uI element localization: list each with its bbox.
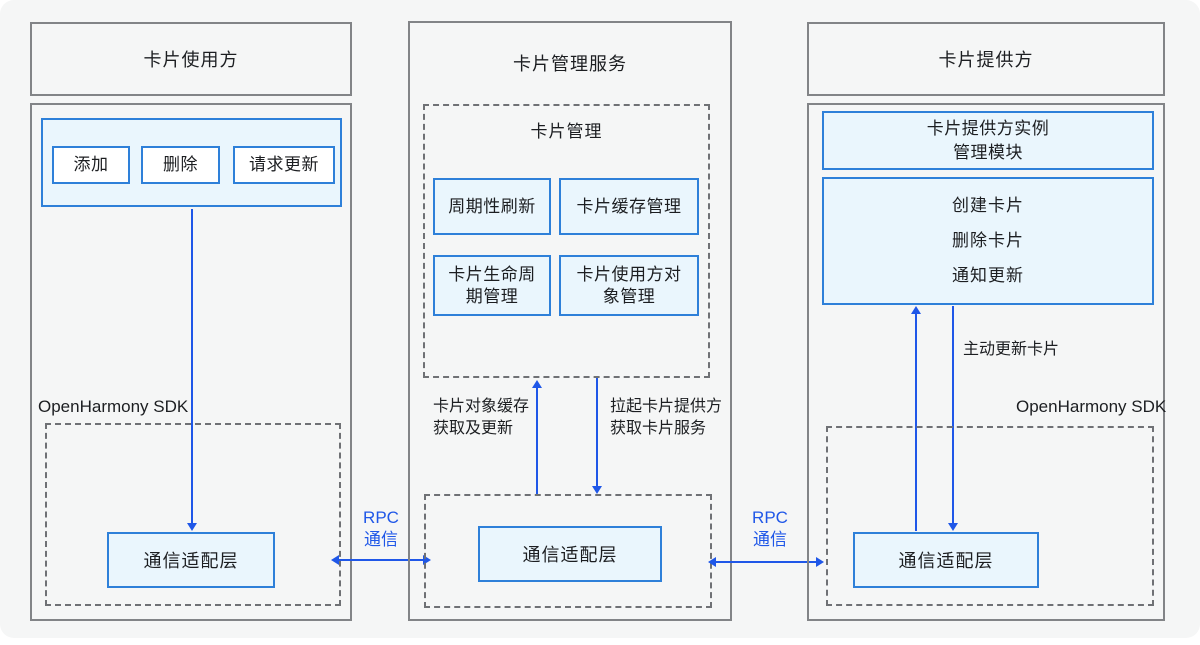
action-add-box: 添加 bbox=[52, 146, 130, 184]
consumer-sdk-label: OpenHarmony SDK bbox=[38, 397, 189, 416]
manager-launch-arrow-line bbox=[596, 378, 598, 486]
consumer-title: 卡片使用方 bbox=[143, 50, 239, 70]
manager-outer-box bbox=[408, 21, 732, 621]
action-delete-box: 删除 bbox=[141, 146, 220, 184]
rpc-arrow-left-line bbox=[339, 559, 423, 561]
rpc-arrow-left-head-west bbox=[331, 555, 339, 565]
rpc-label-left-line1: RPC bbox=[363, 508, 399, 527]
rpc-label-left-line2: 通信 bbox=[364, 530, 398, 549]
module-periodic-refresh-label: 周期性刷新 bbox=[448, 196, 536, 216]
capability-create-label: 创建卡片 bbox=[952, 196, 1024, 215]
module-consumer-object-label: 卡片使用方对象管理 bbox=[576, 264, 682, 306]
manager-group-dashed-box bbox=[423, 104, 710, 378]
provider-down-arrow-head bbox=[948, 523, 958, 531]
provider-comm-layer-label: 通信适配层 bbox=[898, 551, 994, 571]
manager-comm-layer-label: 通信适配层 bbox=[522, 545, 618, 565]
manager-cache-arrow-line bbox=[536, 388, 538, 494]
provider-up-arrow-line bbox=[915, 314, 917, 531]
cache-update-label-line1: 卡片对象缓存 bbox=[433, 398, 530, 415]
capability-notify-label: 通知更新 bbox=[952, 266, 1024, 285]
launch-provider-label: 拉起卡片提供方 获取卡片服务 bbox=[610, 396, 722, 440]
rpc-arrow-right-line bbox=[716, 561, 816, 563]
provider-instance-label-line2: 管理模块 bbox=[953, 142, 1023, 162]
provider-instance-label-line1: 卡片提供方实例 bbox=[926, 118, 1050, 138]
consumer-body-box bbox=[30, 103, 352, 621]
module-consumer-object-box: 卡片使用方对象管理 bbox=[559, 255, 699, 316]
cache-update-label: 卡片对象缓存 获取及更新 bbox=[433, 396, 529, 440]
provider-sdk-label: OpenHarmony SDK bbox=[1016, 397, 1167, 416]
update-card-label: 主动更新卡片 bbox=[963, 341, 1060, 358]
manager-group-title: 卡片管理 bbox=[530, 122, 603, 141]
manager-launch-arrow-head bbox=[592, 486, 602, 494]
action-request-update-box: 请求更新 bbox=[233, 146, 335, 184]
module-lifecycle-label: 卡片生命周期管理 bbox=[448, 264, 536, 306]
provider-capabilities-box: 创建卡片 删除卡片 通知更新 bbox=[822, 177, 1154, 305]
manager-comm-layer-box: 通信适配层 bbox=[478, 526, 662, 582]
rpc-label-left: RPC 通信 bbox=[345, 507, 417, 551]
rpc-label-right-line1: RPC bbox=[752, 508, 788, 527]
cache-update-label-line2: 获取及更新 bbox=[433, 420, 514, 437]
module-card-cache-box: 卡片缓存管理 bbox=[559, 178, 699, 235]
action-delete-label: 删除 bbox=[163, 155, 198, 174]
provider-down-arrow-line bbox=[952, 306, 954, 523]
provider-body-box bbox=[807, 103, 1165, 621]
manager-cache-arrow-head bbox=[532, 380, 542, 388]
consumer-down-arrow-head bbox=[187, 523, 197, 531]
rpc-label-right: RPC 通信 bbox=[734, 507, 806, 551]
rpc-arrow-right-head-west bbox=[708, 557, 716, 567]
provider-header-box: 卡片提供方 bbox=[807, 22, 1165, 96]
rpc-label-right-line2: 通信 bbox=[753, 530, 787, 549]
manager-title: 卡片管理服务 bbox=[513, 54, 627, 74]
action-add-label: 添加 bbox=[73, 155, 109, 174]
consumer-comm-layer-box: 通信适配层 bbox=[107, 532, 275, 588]
rpc-arrow-left-head-east bbox=[423, 555, 431, 565]
provider-comm-layer-box: 通信适配层 bbox=[853, 532, 1039, 588]
rpc-arrow-right-head-east bbox=[816, 557, 824, 567]
module-card-cache-label: 卡片缓存管理 bbox=[576, 196, 682, 216]
consumer-comm-layer-label: 通信适配层 bbox=[143, 551, 239, 571]
manager-comm-dashed-box bbox=[424, 494, 712, 608]
module-lifecycle-box: 卡片生命周期管理 bbox=[433, 255, 551, 316]
capability-delete-label: 删除卡片 bbox=[952, 231, 1024, 250]
provider-title: 卡片提供方 bbox=[938, 50, 1034, 70]
consumer-header-box: 卡片使用方 bbox=[30, 22, 352, 96]
module-periodic-refresh-box: 周期性刷新 bbox=[433, 178, 551, 235]
provider-up-arrow-head bbox=[911, 306, 921, 314]
consumer-sdk-dashed-box bbox=[45, 423, 341, 606]
launch-provider-label-line2: 获取卡片服务 bbox=[610, 420, 707, 437]
action-request-update-label: 请求更新 bbox=[249, 155, 319, 174]
consumer-down-arrow-line bbox=[191, 209, 193, 523]
launch-provider-label-line1: 拉起卡片提供方 bbox=[610, 398, 723, 415]
provider-instance-box: 卡片提供方实例 管理模块 bbox=[822, 111, 1154, 170]
provider-sdk-dashed-box bbox=[826, 426, 1154, 606]
